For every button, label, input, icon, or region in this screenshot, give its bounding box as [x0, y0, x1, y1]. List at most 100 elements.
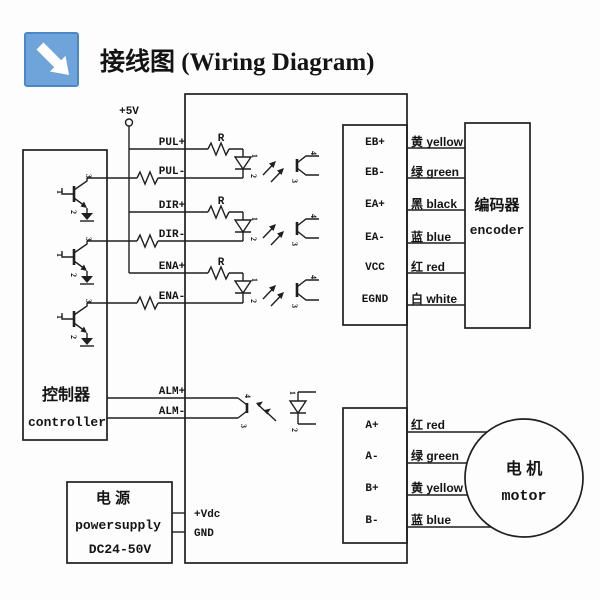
signal-label-pul-plus: PUL+ [159, 137, 186, 149]
encoder-wires [407, 147, 465, 306]
ground-icon [81, 276, 93, 283]
motor-circle [464, 418, 584, 538]
wire-label-yellow: 黄 yellow [411, 480, 464, 495]
resistor-ena [207, 265, 230, 281]
wire-label-red: 红 red [411, 417, 445, 432]
pin-label: 2 [69, 273, 78, 277]
transistor-dir [61, 241, 94, 285]
signal-label-dir-plus: DIR+ [159, 200, 186, 212]
power-label-cn: 电 源 [96, 489, 130, 507]
pin-label: 2 [249, 174, 258, 178]
terminal-eb-plus: EB+ [365, 137, 385, 149]
resistor-pul-minus [136, 170, 159, 186]
pin-label: 1 [55, 190, 64, 194]
resistor-pul [207, 141, 230, 157]
pin-label: 2 [249, 237, 258, 241]
pin-label: 1 [55, 315, 64, 319]
terminal-egnd: EGND [362, 294, 389, 306]
resistor-dir [207, 204, 230, 220]
optocoupler-alm [237, 391, 316, 425]
resistor-dir-minus [136, 233, 159, 249]
controller-label-en: controller [28, 415, 106, 430]
pin-label: 1 [55, 253, 64, 257]
motor-connector-box [342, 407, 408, 544]
controller-label-cn: 控制器 [42, 385, 91, 404]
pin-label: 1 [288, 391, 297, 395]
terminal-ea-minus: EA- [365, 232, 385, 244]
optocoupler-dir [233, 212, 319, 246]
optocoupler-ena [233, 273, 319, 307]
power-label-en: powersupply [75, 518, 161, 533]
pin-label: 4 [243, 394, 252, 398]
wire-label-green: 绿 green [411, 164, 459, 179]
terminal-a-plus: A+ [365, 420, 379, 432]
signal-label-ena-minus: ENA- [159, 291, 185, 303]
encoder-connector-box [342, 124, 408, 326]
led-icon [233, 219, 253, 234]
resistor-ena-minus [136, 295, 159, 311]
pin-label: 3 [239, 424, 248, 428]
terminal-eb-minus: EB- [365, 167, 385, 179]
pin-label: 4 [309, 275, 318, 279]
labels: +5V PUL+ PUL- DIR+ DIR- ENA+ ENA- ALM+ A… [28, 106, 547, 557]
supply-5v-label: +5V [119, 106, 139, 118]
terminal-vdc: +Vdc [194, 509, 220, 521]
terminal-a-minus: A- [365, 451, 378, 463]
supply-terminal [124, 118, 134, 127]
led-icon [288, 400, 308, 415]
wires [87, 118, 500, 533]
wire-label-blue: 蓝 blue [411, 229, 451, 244]
wire-label-green: 绿 green [411, 448, 459, 463]
motor-wires [407, 431, 500, 528]
terminal-gnd: GND [194, 528, 214, 540]
pin-label: 3 [290, 179, 299, 183]
resistor-label: R [218, 257, 225, 269]
terminal-ea-plus: EA+ [365, 199, 385, 211]
wire-label-red: 红 red [411, 259, 445, 274]
led-icon [233, 280, 253, 295]
arrow-glyph [36, 42, 69, 75]
pin-label: 1 [250, 154, 259, 158]
terminal-b-minus: B- [365, 515, 378, 527]
light-arrows-icon [262, 288, 282, 307]
power-supply-box [66, 481, 173, 564]
signal-label-alm-plus: ALM+ [159, 386, 186, 398]
resistor-label: R [218, 196, 225, 208]
resistors [136, 141, 230, 311]
wire-label-black: 黑 black [411, 197, 457, 211]
signal-label-dir-minus: DIR- [159, 229, 185, 241]
wire-label-blue: 蓝 blue [411, 512, 451, 527]
controller-box [22, 149, 108, 441]
light-arrows-icon [262, 164, 282, 183]
encoder-label-en: encoder [470, 223, 525, 238]
encoder-box [464, 122, 531, 329]
terminal-b-plus: B+ [365, 483, 379, 495]
driver-box [184, 93, 408, 564]
transistor-pul [61, 178, 94, 222]
encoder-label-cn: 编码器 [474, 196, 520, 214]
motor-label-cn: 电 机 [506, 459, 542, 478]
terminal-vcc: VCC [365, 262, 385, 274]
pin-label: 2 [290, 428, 299, 432]
page-title: 接线图 (Wiring Diagram) [100, 47, 375, 76]
ground-icon [81, 338, 93, 345]
pin-label: 4 [309, 214, 318, 218]
wire-label-white: 白 white [411, 291, 457, 306]
optocoupler-pul [233, 149, 319, 183]
wire-label-yellow: 黄 yellow [411, 134, 464, 149]
pin-label: 3 [84, 299, 93, 303]
signal-label-alm-minus: ALM- [159, 406, 185, 418]
boxes [22, 93, 584, 564]
signal-label-ena-plus: ENA+ [159, 261, 186, 273]
pin-label: 2 [69, 335, 78, 339]
pin-label: 3 [84, 237, 93, 241]
resistor-label: R [218, 133, 225, 145]
light-arrows-icon [262, 227, 282, 246]
pin-label: 2 [249, 299, 258, 303]
pin-label: 1 [250, 217, 259, 221]
pin-label: 1 [250, 278, 259, 282]
motor-label-en: motor [501, 488, 546, 505]
title-block: 接线图 (Wiring Diagram) [24, 32, 375, 87]
led-icon [233, 156, 253, 171]
